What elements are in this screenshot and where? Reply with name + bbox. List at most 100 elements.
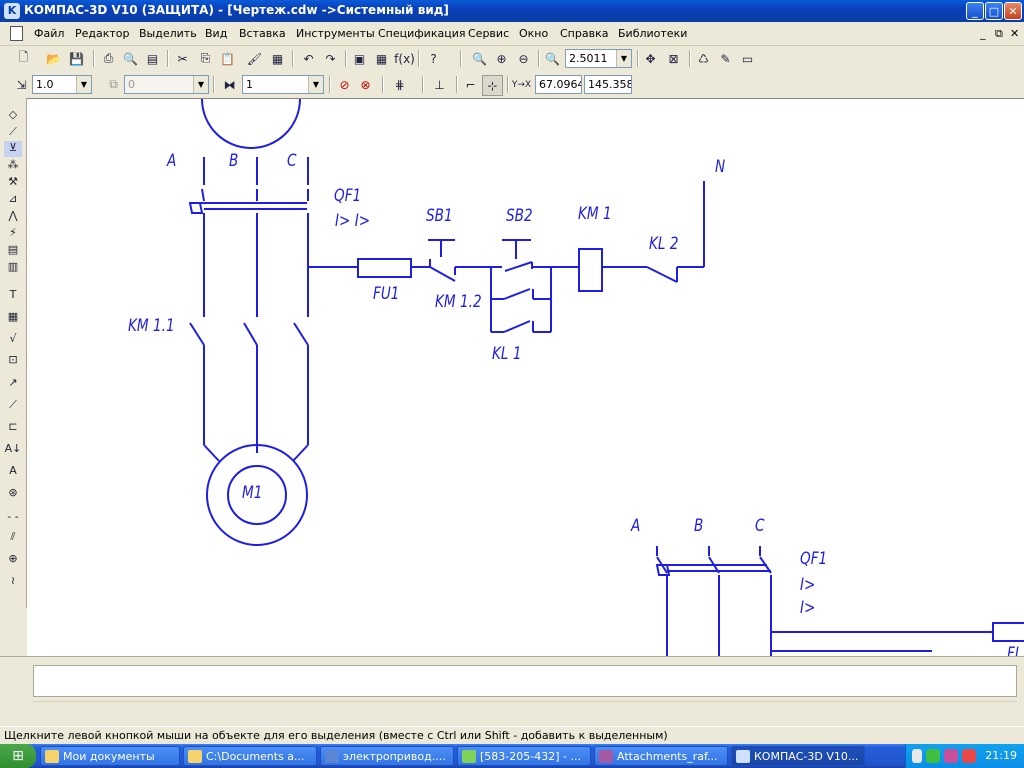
editing-icon[interactable]: ⁂ <box>7 158 19 171</box>
mdi-restore-button[interactable]: ⧉ <box>995 27 1003 40</box>
save-icon[interactable]: 💾 <box>69 51 84 66</box>
pan-icon[interactable]: ✥ <box>645 51 656 66</box>
geometry-icon[interactable]: ◇ <box>8 108 18 121</box>
marking-icon[interactable]: ⊛ <box>8 486 18 499</box>
window-icon[interactable]: ▭ <box>741 51 754 66</box>
print-preview-icon[interactable]: 🔍 <box>123 51 138 66</box>
menu-view[interactable]: Вид <box>205 27 228 40</box>
leader-icon[interactable]: ↗ <box>8 376 18 389</box>
designations-icon[interactable]: ⊻ <box>4 141 22 157</box>
menu-editor[interactable]: Редактор <box>75 27 130 40</box>
command-box[interactable] <box>33 665 1017 697</box>
insert-icon[interactable]: ▥ <box>7 260 19 273</box>
center-mark-icon[interactable]: ⊕ <box>8 552 18 565</box>
drawing-canvas[interactable]: A B C QF1 I> I> SB1 SB2 KM 1 KL 2 N FU1 … <box>27 98 1024 656</box>
snap-icon[interactable]: ⊘ <box>339 77 350 92</box>
show-all-icon[interactable]: ⊠ <box>668 51 679 66</box>
task-my-documents[interactable]: Мои документы <box>40 746 180 766</box>
zoom-scale-icon[interactable]: 🔍 <box>545 51 560 66</box>
new-document-icon[interactable]: 🗋 <box>18 50 29 64</box>
undo-icon[interactable]: ↶ <box>303 51 314 66</box>
scale-icon[interactable]: ⇲ <box>16 77 27 92</box>
function-icon[interactable]: f(x) <box>394 51 415 66</box>
menu-select[interactable]: Выделить <box>139 27 197 40</box>
close-button[interactable]: ✕ <box>1004 2 1022 20</box>
task-icq[interactable]: [583-205-432] - ... <box>457 746 591 766</box>
kompas-app-icon[interactable]: K <box>4 3 20 19</box>
task-documents-folder[interactable]: C:\Documents a... <box>183 746 317 766</box>
copy-icon[interactable]: ⎘ <box>200 51 211 65</box>
properties-icon[interactable]: ▤ <box>146 51 159 66</box>
grid-icon[interactable]: ⋕ <box>394 77 405 92</box>
coord-x-field[interactable]: 67.0964 <box>535 75 582 94</box>
style-combo[interactable]: 1 ▼ <box>242 75 324 94</box>
chevron-down-icon[interactable]: ▼ <box>76 76 91 93</box>
tray-icq-icon[interactable] <box>926 749 940 763</box>
print-icon[interactable]: ⎙ <box>103 51 114 65</box>
minimize-button[interactable]: _ <box>966 2 984 20</box>
tray-language-icon[interactable] <box>962 749 976 763</box>
ortho-icon[interactable]: ⌐ <box>465 77 476 92</box>
cut-icon[interactable]: ✂ <box>177 51 188 66</box>
roughness-icon[interactable]: √ <box>9 332 17 345</box>
redo-icon[interactable]: ↷ <box>325 51 336 66</box>
chevron-down-icon[interactable]: ▼ <box>308 76 323 93</box>
chevron-down-icon[interactable]: ▼ <box>616 50 631 67</box>
position-icon[interactable]: ⊏ <box>8 420 18 433</box>
paste-icon[interactable]: 📋 <box>220 51 235 66</box>
measure-icon[interactable]: ⊿ <box>8 192 18 205</box>
zoom-window-icon[interactable]: 🔍 <box>472 51 487 66</box>
axis-icon[interactable]: - - <box>7 510 19 523</box>
hatch-icon[interactable]: ⫽ <box>10 530 16 543</box>
mdi-minimize-button[interactable]: _ <box>980 27 986 40</box>
round-icon[interactable]: ⊹ <box>482 75 503 96</box>
local-cs-icon[interactable]: ⊥ <box>434 77 445 92</box>
start-button[interactable]: ⊞ <box>0 744 36 768</box>
dimensions-icon[interactable]: ⟋ <box>9 125 17 138</box>
layers-icon[interactable]: ✎ <box>720 51 731 66</box>
open-icon[interactable]: 📂 <box>46 51 61 66</box>
arrow-view-icon[interactable]: A↓ <box>4 442 22 455</box>
tolerance-icon[interactable]: ⟋ <box>9 398 17 411</box>
wave-line-icon[interactable]: ≀ <box>10 574 16 587</box>
menu-service[interactable]: Сервис <box>468 27 510 40</box>
task-word-doc[interactable]: электропривод.... <box>320 746 454 766</box>
variables-icon[interactable]: ▦ <box>375 51 388 66</box>
select-icon[interactable]: ⋀ <box>8 209 18 222</box>
label-kl2: KL 2 <box>649 234 679 254</box>
document-icon[interactable] <box>10 26 23 41</box>
menu-help[interactable]: Справка <box>560 27 609 40</box>
refresh-icon[interactable]: ♺ <box>698 51 709 66</box>
coord-y-field[interactable]: 145.358 <box>584 75 632 94</box>
magnet-icon[interactable]: ⊗ <box>360 77 371 92</box>
mdi-close-button[interactable]: ✕ <box>1010 27 1020 40</box>
menu-insert[interactable]: Вставка <box>239 27 286 40</box>
help-cursor-icon[interactable]: ? <box>430 51 437 66</box>
zoom-combo[interactable]: 2.5011 ▼ <box>565 49 632 68</box>
base-icon[interactable]: ⊡ <box>8 353 18 366</box>
reports-icon[interactable]: ▤ <box>7 243 19 256</box>
manager-icon[interactable]: ▣ <box>353 51 366 66</box>
task-kompas[interactable]: КОМПАС-3D V10... <box>731 746 865 766</box>
document-manager-icon[interactable]: ▦ <box>271 51 284 66</box>
text-icon[interactable]: T <box>9 288 17 301</box>
scale-combo[interactable]: 1.0 ▼ <box>32 75 92 94</box>
menu-specification[interactable]: Спецификация <box>378 27 466 40</box>
table-icon[interactable]: ▦ <box>7 310 19 323</box>
style-icon[interactable]: ⧓ <box>223 77 236 92</box>
tray-arrow-icon[interactable] <box>912 749 922 763</box>
section-icon[interactable]: A <box>9 464 17 477</box>
menu-libraries[interactable]: Библиотеки <box>618 27 688 40</box>
menu-file[interactable]: Файл <box>34 27 65 40</box>
zoom-in-icon[interactable]: ⊕ <box>496 51 507 66</box>
menu-tools[interactable]: Инструменты <box>296 27 375 40</box>
schematic-drawing <box>188 99 1024 656</box>
zoom-out-icon[interactable]: ⊖ <box>518 51 529 66</box>
maximize-button[interactable]: □ <box>985 2 1003 20</box>
spec-icon[interactable]: ⚡ <box>9 226 17 239</box>
task-attachments[interactable]: Attachments_raf... <box>594 746 728 766</box>
tray-app-icon[interactable] <box>944 749 958 763</box>
menu-window[interactable]: Окно <box>519 27 549 40</box>
format-painter-icon[interactable]: 🖌 <box>246 51 263 66</box>
parametrization-icon[interactable]: ⚒ <box>8 175 18 188</box>
